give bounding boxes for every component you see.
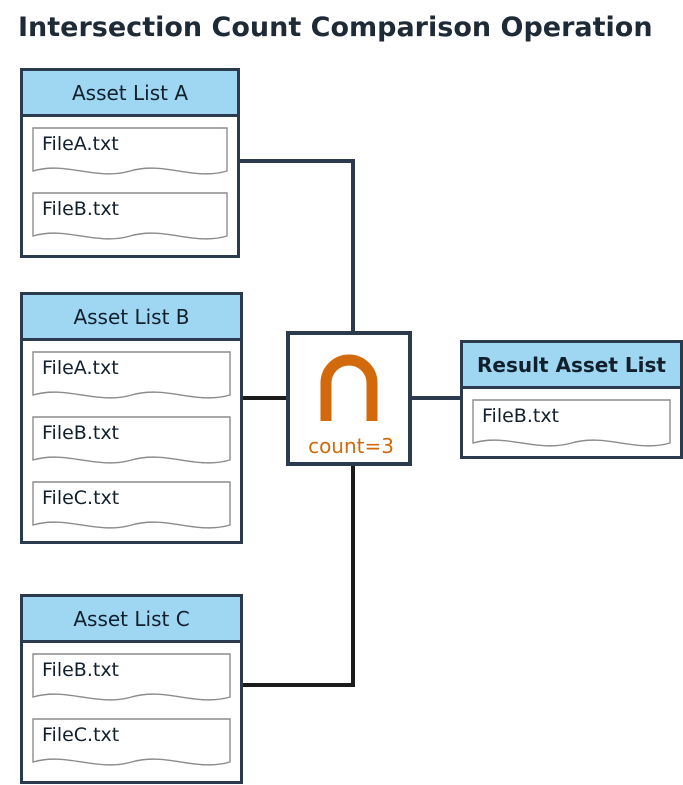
list-item-label: FileB.txt [42, 422, 120, 444]
document-icon [32, 416, 231, 464]
intersection-operator-box[interactable]: count=3 [286, 331, 412, 466]
asset-list-b-body: FileA.txt FileB.txt FileC.txt [23, 341, 240, 546]
document-icon [472, 399, 671, 447]
asset-list-a-body: FileA.txt FileB.txt [23, 117, 237, 257]
list-item[interactable]: FileB.txt [32, 653, 231, 708]
list-item[interactable]: FileB.txt [32, 416, 231, 471]
document-icon [32, 351, 231, 399]
asset-list-c-body: FileB.txt FileC.txt [23, 643, 240, 783]
list-item-label: FileB.txt [482, 405, 560, 427]
page-title: Intersection Count Comparison Operation [18, 12, 653, 43]
asset-list-b-box[interactable]: Asset List B FileA.txt FileB.txt FileC.t… [20, 292, 243, 544]
document-icon [32, 653, 231, 701]
connector-list-c [243, 466, 355, 687]
list-item[interactable]: FileC.txt [32, 481, 231, 536]
operator-count-label: count=3 [308, 434, 394, 458]
list-item[interactable]: FileA.txt [32, 127, 228, 182]
document-icon [32, 127, 228, 175]
result-asset-list-body: FileB.txt [463, 389, 680, 464]
list-item-label: FileC.txt [42, 487, 120, 509]
asset-list-a-header: Asset List A [23, 71, 237, 117]
document-icon [32, 481, 231, 529]
asset-list-a-box[interactable]: Asset List A FileA.txt FileB.txt [20, 68, 240, 258]
list-item-label: FileB.txt [42, 659, 120, 681]
list-item-label: FileC.txt [42, 724, 120, 746]
asset-list-c-header: Asset List C [23, 597, 240, 643]
result-asset-list-header: Result Asset List [463, 343, 680, 389]
list-item[interactable]: FileB.txt [472, 399, 671, 454]
list-item[interactable]: FileC.txt [32, 718, 231, 773]
list-item[interactable]: FileA.txt [32, 351, 231, 406]
list-item[interactable]: FileB.txt [32, 192, 228, 247]
document-icon [32, 718, 231, 766]
intersection-icon [320, 354, 378, 421]
intersection-symbol-wrap [290, 351, 408, 427]
connector-list-a [240, 159, 355, 332]
list-item-label: FileA.txt [42, 133, 119, 155]
list-item-label: FileB.txt [42, 198, 120, 220]
asset-list-b-header: Asset List B [23, 295, 240, 341]
list-item-label: FileA.txt [42, 357, 119, 379]
asset-list-c-box[interactable]: Asset List C FileB.txt FileC.txt [20, 594, 243, 784]
document-icon [32, 192, 228, 240]
result-asset-list-box[interactable]: Result Asset List FileB.txt [460, 340, 683, 459]
